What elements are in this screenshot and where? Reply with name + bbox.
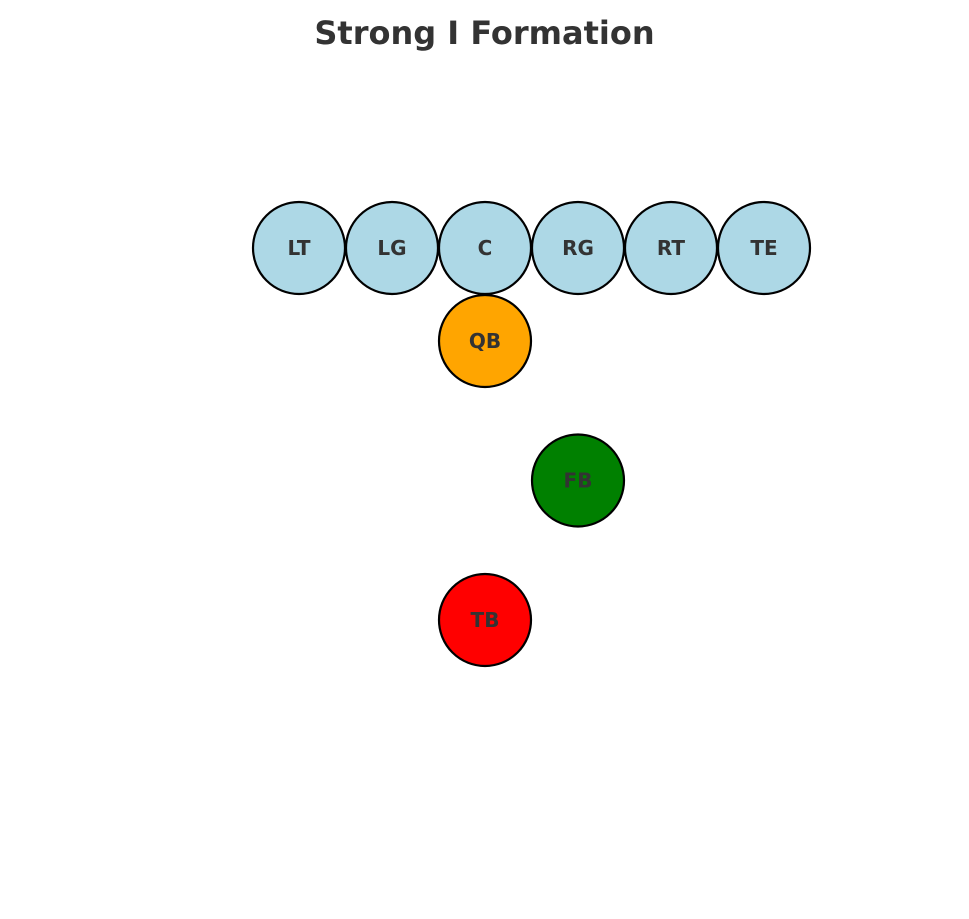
- player-label: RG: [562, 236, 594, 260]
- player-label: FB: [564, 469, 593, 493]
- player-marker: [530, 433, 626, 528]
- player-label: QB: [469, 329, 501, 353]
- chart-title: Strong I Formation: [314, 14, 655, 52]
- player-qb: QB: [437, 293, 533, 389]
- player-lt: LT: [251, 200, 347, 296]
- player-lg: LG: [344, 200, 440, 296]
- player-tb: TB: [437, 572, 533, 668]
- player-te: TE: [716, 200, 812, 296]
- player-marker: [716, 200, 812, 296]
- player-label: TB: [471, 608, 500, 632]
- player-label: C: [478, 236, 493, 260]
- player-marker: [437, 293, 533, 389]
- player-label: RT: [657, 236, 686, 260]
- player-c: C: [437, 200, 533, 296]
- player-label: TE: [750, 236, 777, 260]
- player-label: LT: [287, 236, 310, 260]
- player-marker: [437, 572, 533, 668]
- player-rg: RG: [530, 200, 626, 296]
- player-label: LG: [377, 236, 406, 260]
- player-fb: FB: [530, 433, 626, 528]
- player-rt: RT: [623, 200, 719, 296]
